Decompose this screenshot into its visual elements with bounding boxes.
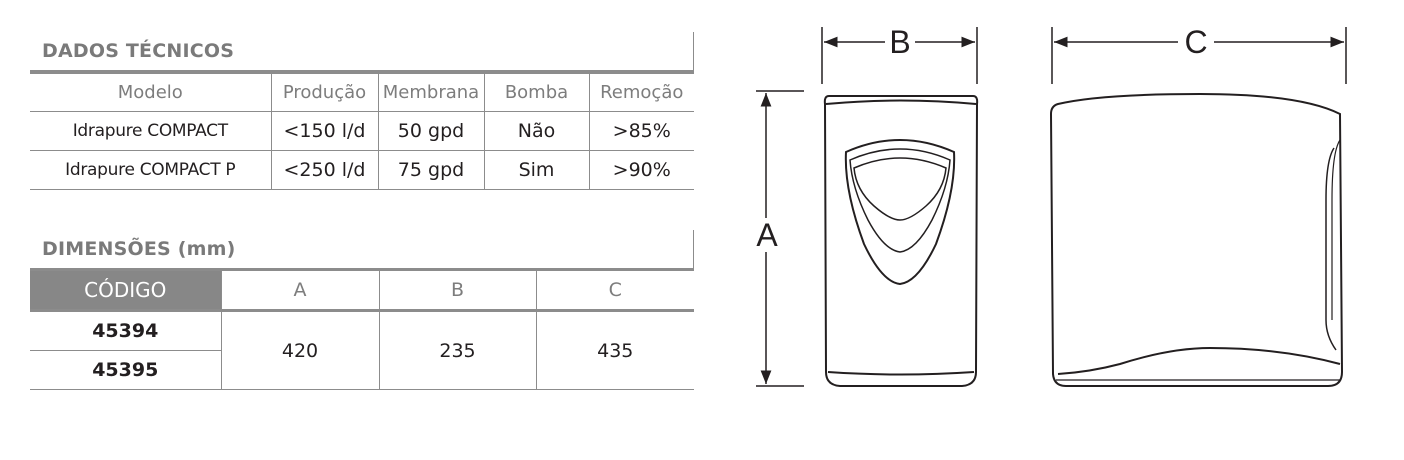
dim-c-cell: 435: [535, 309, 694, 390]
tech-title-divider: [693, 32, 694, 72]
tech-header-pump: Bomba: [483, 70, 590, 112]
tech-header-removal: Remoção: [588, 70, 694, 112]
removal-cell: >85%: [588, 111, 694, 151]
pump-cell: Não: [483, 111, 590, 151]
dims-header-c: C: [535, 268, 694, 311]
dims-header-a: A: [220, 268, 380, 311]
dims-header-row: CÓDIGO A B C: [30, 268, 694, 311]
tech-section-title: DADOS TÉCNICOS: [42, 40, 235, 62]
model-cell: Idrapure COMPACT: [30, 111, 272, 151]
table-row: 45394 420 235 435: [30, 309, 694, 390]
dimension-c-marker: C: [1051, 24, 1347, 84]
dimension-c-label: C: [1184, 24, 1207, 60]
membrane-cell: 50 gpd: [377, 111, 485, 151]
dims-title-divider: [693, 230, 694, 270]
code-cell: 45394: [30, 309, 222, 351]
device-front-view: [823, 95, 979, 387]
code-cell: 45395: [30, 350, 221, 390]
table-row: Idrapure COMPACT <150 l/d 50 gpd Não >85…: [30, 111, 694, 151]
dims-header-b: B: [378, 268, 537, 311]
dims-header-code: CÓDIGO: [30, 268, 222, 311]
production-cell: <150 l/d: [270, 111, 379, 151]
tech-header-membrane: Membrana: [377, 70, 485, 112]
dims-section-title: DIMENSÕES (mm): [42, 238, 236, 260]
dimension-b-marker: B: [821, 24, 978, 84]
dimension-b-label: B: [889, 24, 910, 60]
tech-header-model: Modelo: [30, 70, 272, 112]
dim-b-cell: 235: [378, 309, 537, 390]
product-dimension-drawing: B C A: [756, 24, 1347, 387]
pump-cell: Sim: [483, 150, 590, 190]
membrane-cell: 75 gpd: [377, 150, 485, 190]
tech-header-row: Modelo Produção Membrana Bomba Remoção: [30, 70, 694, 112]
table-row: 45395: [30, 350, 694, 390]
dims-table: CÓDIGO A B C 45394 420 235 435 45395: [30, 268, 694, 390]
dimension-a-label: A: [756, 217, 778, 253]
tech-header-production: Produção: [270, 70, 379, 112]
production-cell: <250 l/d: [270, 150, 379, 190]
dimension-a-marker: A: [756, 90, 804, 387]
device-side-view: [1049, 92, 1344, 387]
tech-table: Modelo Produção Membrana Bomba Remoção I…: [30, 70, 694, 190]
model-cell: Idrapure COMPACT P: [30, 150, 272, 190]
table-row: Idrapure COMPACT P <250 l/d 75 gpd Sim >…: [30, 150, 694, 190]
dim-a-cell: 420: [220, 309, 380, 390]
removal-cell: >90%: [588, 150, 694, 190]
